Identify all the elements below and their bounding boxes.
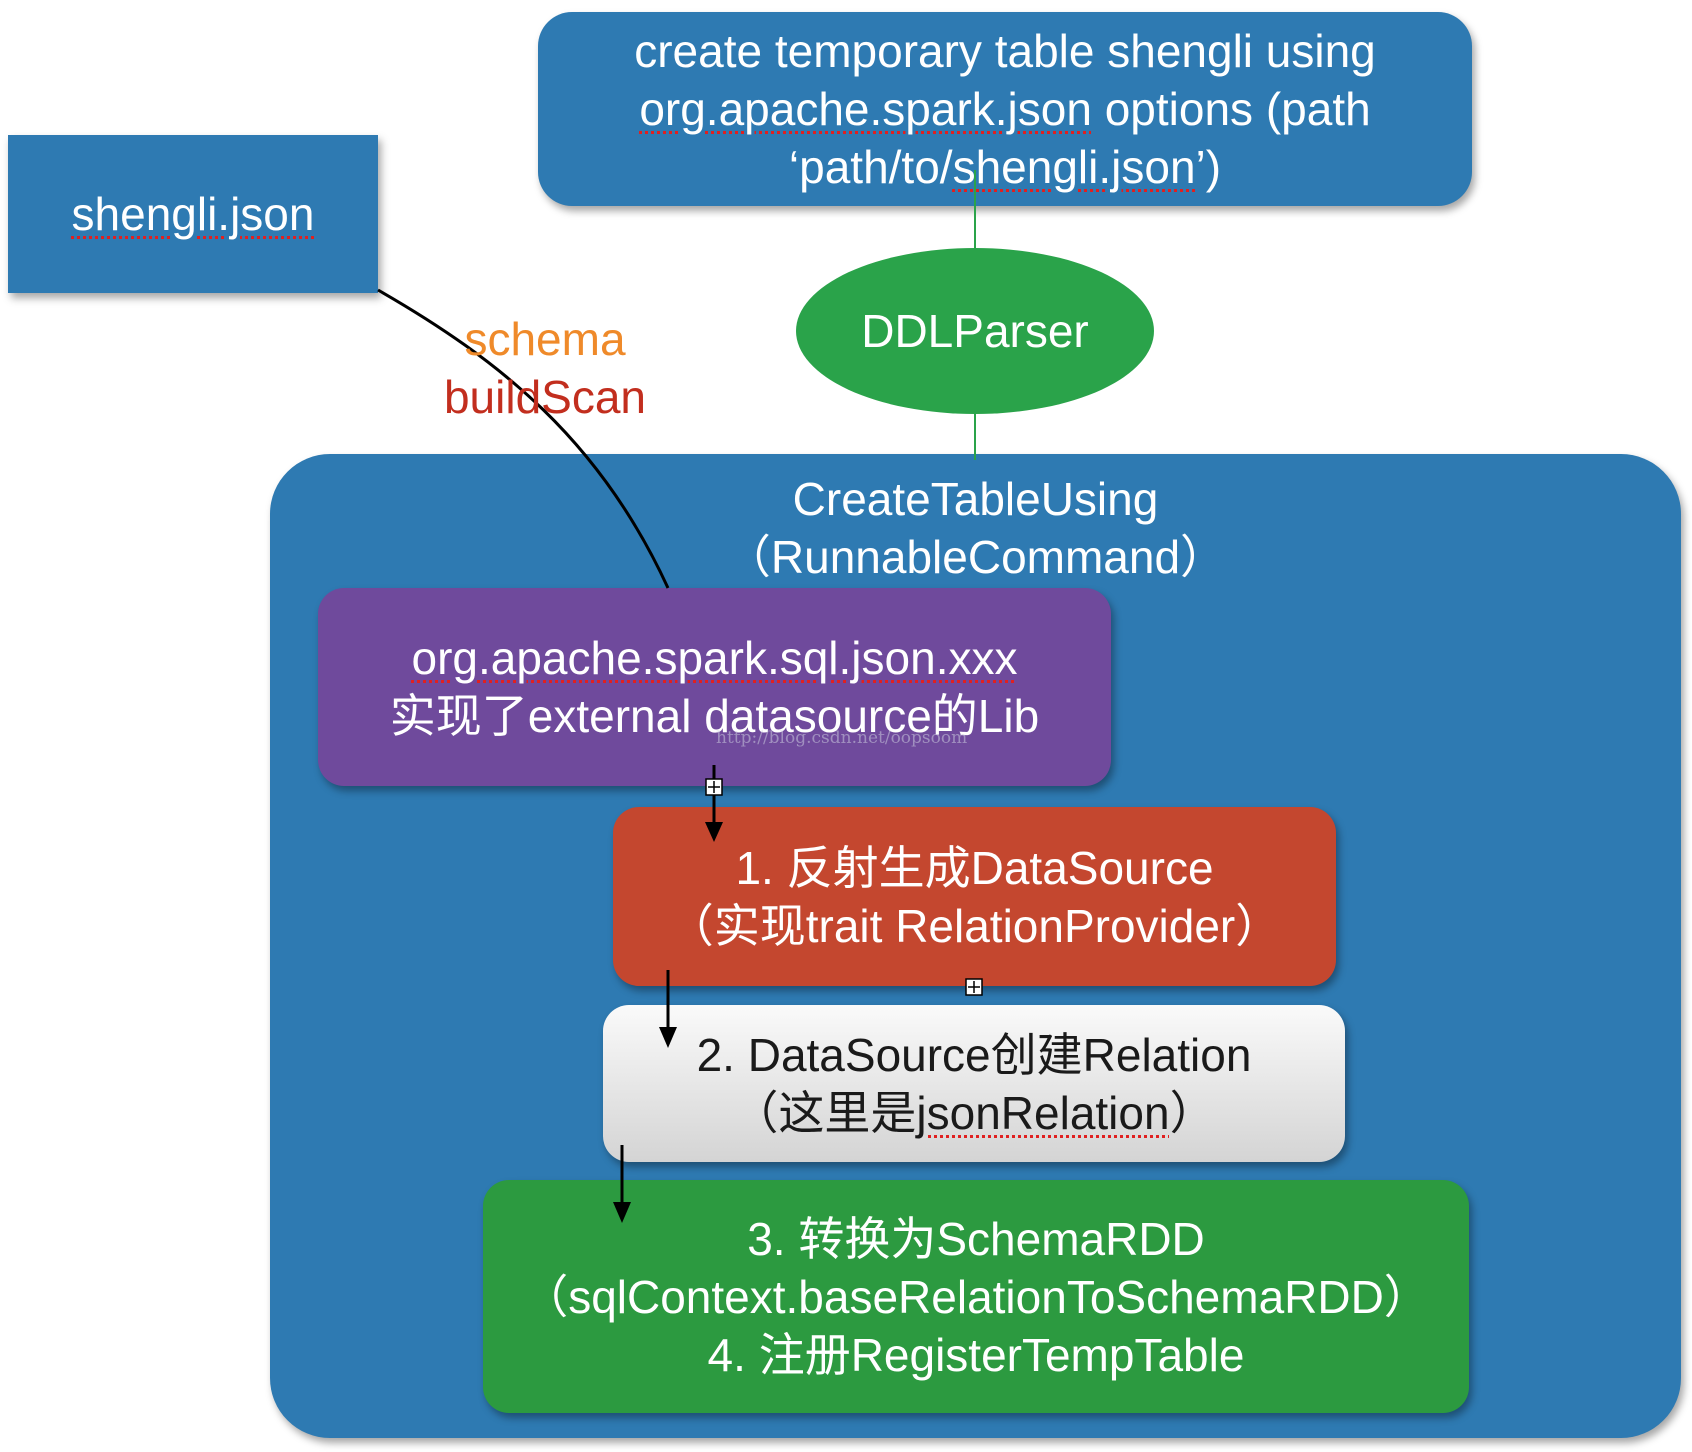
container-title-line1: CreateTableUsing bbox=[792, 473, 1159, 525]
schema-label: schema bbox=[464, 313, 626, 365]
lib-line1: org.apache.spark.sql.json.xxx bbox=[411, 632, 1018, 684]
step1-to-step2-arrow bbox=[659, 970, 677, 1048]
step2-create-relation-box: 2. DataSource创建Relation （这里是jsonRelation… bbox=[603, 1005, 1345, 1162]
sql-line3: ‘path/to/shengli.json’) bbox=[789, 138, 1221, 196]
sql-line2: org.apache.spark.json options (path bbox=[639, 80, 1370, 138]
step2-line2-prefix: （这里是 bbox=[732, 1086, 917, 1139]
sql-statement-box: create temporary table shengli using org… bbox=[538, 12, 1472, 206]
step1-line2: （实现trait RelationProvider） bbox=[667, 899, 1282, 952]
lib-line2: 实现了external datasource的Lib bbox=[389, 690, 1040, 742]
handle-icon bbox=[705, 778, 723, 796]
build-scan-label: buildScan bbox=[443, 371, 647, 423]
step1-line1: 1. 反射生成DataSource bbox=[735, 841, 1214, 894]
handle-icon bbox=[965, 978, 983, 996]
watermark: http://blog.csdn.net/oopsoom bbox=[716, 728, 968, 748]
ddl-parser-label: DDLParser bbox=[861, 305, 1089, 357]
sql-line3-file: shengli.json bbox=[952, 141, 1196, 193]
sql-line2-package: org.apache.spark.json bbox=[639, 83, 1092, 135]
lib-to-step1-arrow bbox=[705, 765, 723, 842]
step2-line2-relation: jsonRelation bbox=[916, 1086, 1170, 1139]
step2-to-step3-arrow bbox=[613, 1145, 631, 1223]
external-datasource-lib-box: org.apache.spark.sql.json.xxx 实现了externa… bbox=[318, 588, 1111, 786]
step3-4-schemardd-box: 3. 转换为SchemaRDD （sqlContext.baseRelation… bbox=[483, 1180, 1469, 1413]
sql-line3-suffix: ’) bbox=[1195, 141, 1222, 193]
step1-reflect-datasource-box: 1. 反射生成DataSource （实现trait RelationProvi… bbox=[613, 807, 1336, 986]
container-title: CreateTableUsing （RunnableCommand） bbox=[270, 470, 1681, 586]
step34-line2: （sqlContext.baseRelationToSchemaRDD） bbox=[522, 1270, 1430, 1323]
ddl-parser-ellipse: DDLParser bbox=[796, 248, 1154, 414]
step2-line2-suffix: ） bbox=[1169, 1086, 1216, 1139]
step34-line1: 3. 转换为SchemaRDD bbox=[747, 1212, 1205, 1265]
step2-line1: 2. DataSource创建Relation bbox=[696, 1028, 1252, 1081]
sql-line1: create temporary table shengli using bbox=[634, 25, 1376, 77]
json-file-box: shengli.json bbox=[8, 135, 378, 293]
step2-line2: （这里是jsonRelation） bbox=[732, 1084, 1215, 1142]
curve-annotation: schema buildScan bbox=[420, 310, 670, 426]
sql-line3-prefix: ‘path/to/ bbox=[788, 141, 953, 193]
json-file-to-lib-curve bbox=[377, 288, 670, 589]
json-file-label: shengli.json bbox=[71, 188, 315, 240]
step34-line3: 4. 注册RegisterTempTable bbox=[707, 1328, 1245, 1381]
container-title-line2: （RunnableCommand） bbox=[724, 531, 1227, 583]
sql-line2-rest: options (path bbox=[1091, 83, 1371, 135]
